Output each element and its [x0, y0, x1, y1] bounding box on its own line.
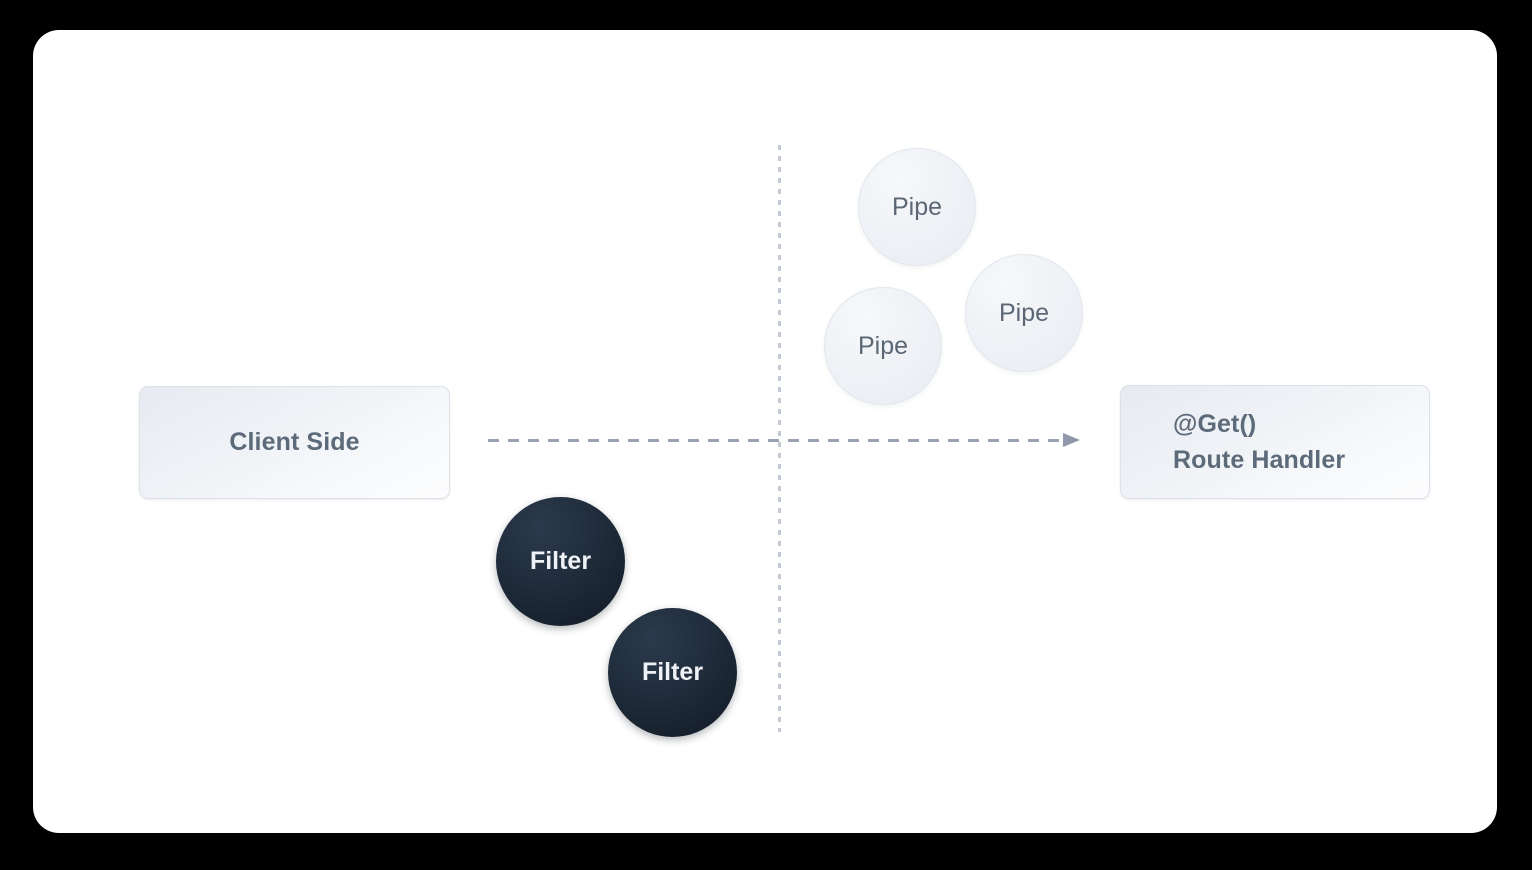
route-handler-label: @Get() Route Handler — [1173, 409, 1346, 474]
client-side-label: Client Side — [229, 428, 360, 457]
vertical-dashed-divider — [778, 145, 781, 732]
filter-node-2[interactable]: Filter — [608, 608, 737, 737]
pipe-node-1[interactable]: Pipe — [858, 148, 976, 266]
flow-arrow-head-icon — [1063, 433, 1080, 447]
diagram-card: Client Side @Get() Route Handler Pipe Pi… — [33, 30, 1497, 833]
flow-arrow-line — [488, 439, 1068, 442]
client-side-node[interactable]: Client Side — [139, 386, 450, 499]
filter-node-1[interactable]: Filter — [496, 497, 625, 626]
pipe-label-1: Pipe — [891, 192, 943, 221]
filter-label-2: Filter — [641, 658, 704, 686]
pipe-label-2: Pipe — [857, 331, 909, 360]
filter-label-1: Filter — [529, 547, 592, 575]
pipe-node-3[interactable]: Pipe — [965, 254, 1083, 372]
route-handler-node[interactable]: @Get() Route Handler — [1120, 385, 1430, 499]
request-flow-arrow — [488, 433, 1081, 447]
pipe-node-2[interactable]: Pipe — [824, 287, 942, 405]
pipe-label-3: Pipe — [998, 298, 1050, 327]
